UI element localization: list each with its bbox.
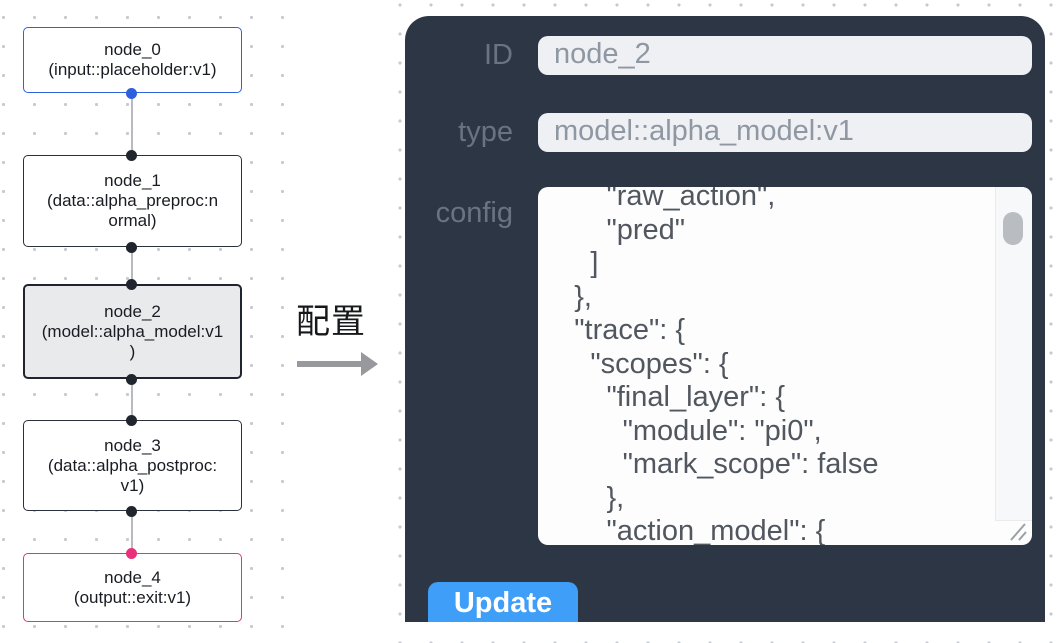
type-input[interactable] — [538, 113, 1032, 152]
node-config-panel: ID type config "raw_action", "pred" ] },… — [405, 16, 1045, 622]
flow-canvas[interactable]: node_0 (input::placeholder:v1) node_1 (d… — [0, 0, 302, 643]
update-button[interactable]: Update — [428, 582, 578, 622]
config-field-label: config — [435, 197, 513, 229]
node-label: node_2 (model::alpha_model:v1 ) — [41, 301, 224, 361]
port-node_3-out[interactable] — [126, 506, 137, 517]
port-node_1-in[interactable] — [126, 150, 137, 161]
node-label: node_1 (data::alpha_preproc:n ormal) — [46, 171, 219, 230]
right-arrow-icon — [297, 352, 400, 376]
config-annotation: 配置 — [285, 294, 400, 376]
port-node_2-in[interactable] — [126, 279, 137, 290]
flow-node-node_3[interactable]: node_3 (data::alpha_postproc: v1) — [23, 420, 242, 511]
node-label: node_4 (output::exit:v1) — [73, 567, 192, 607]
port-node_3-in[interactable] — [126, 415, 137, 426]
config-scrollbar-thumb[interactable] — [1003, 212, 1023, 245]
node-label: node_3 (data::alpha_postproc: v1) — [47, 435, 218, 495]
config-json-text: "raw_action", "pred" ] }, "trace": { "sc… — [574, 187, 879, 545]
port-node_4-in[interactable] — [126, 548, 137, 559]
port-node_0-out[interactable] — [126, 88, 137, 99]
flow-node-node_1[interactable]: node_1 (data::alpha_preproc:n ormal) — [23, 155, 242, 247]
config-annotation-label: 配置 — [296, 303, 366, 341]
id-input[interactable] — [538, 36, 1032, 75]
flow-node-node_2-selected[interactable]: node_2 (model::alpha_model:v1 ) — [23, 284, 242, 379]
textarea-resize-grip[interactable] — [1003, 520, 1029, 542]
arrow-shaft — [297, 361, 361, 367]
flow-node-node_4[interactable]: node_4 (output::exit:v1) — [23, 553, 242, 622]
config-textarea[interactable]: "raw_action", "pred" ] }, "trace": { "sc… — [538, 187, 1032, 545]
flow-node-node_0[interactable]: node_0 (input::placeholder:v1) — [23, 27, 242, 93]
node-label: node_0 (input::placeholder:v1) — [48, 40, 217, 79]
port-node_2-out[interactable] — [126, 374, 137, 385]
type-field-label: type — [458, 116, 513, 148]
arrow-head — [361, 352, 378, 376]
config-scrollbar-track[interactable] — [995, 187, 1032, 521]
id-field-label: ID — [484, 39, 513, 71]
port-node_1-out[interactable] — [126, 242, 137, 253]
